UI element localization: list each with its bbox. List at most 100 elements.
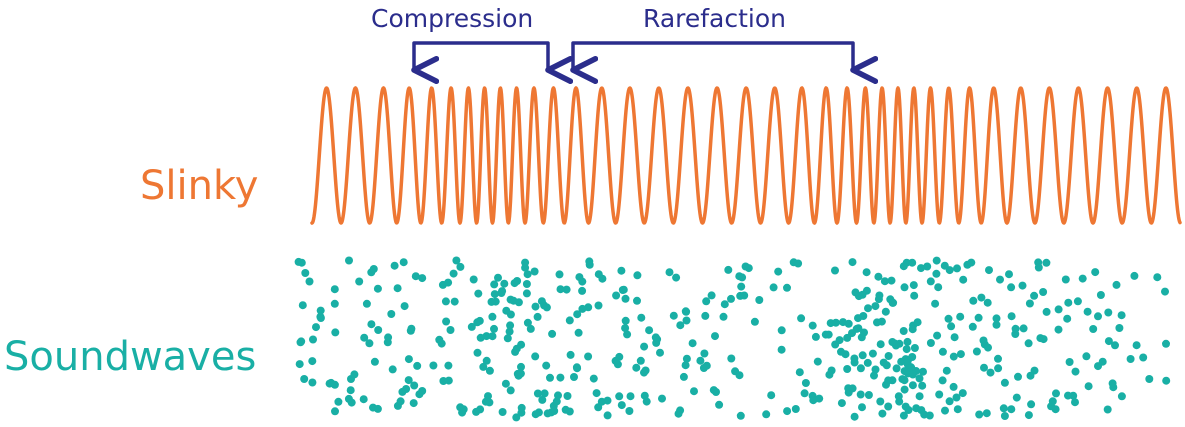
air-particle [388,365,397,374]
air-particle [707,291,716,300]
air-particle [546,373,554,382]
air-particle [617,401,626,410]
air-particle [1084,382,1093,391]
air-particle [485,366,494,375]
air-particle [719,312,728,321]
air-particle [585,260,594,269]
air-particle [919,367,927,376]
air-particle [938,376,947,385]
air-particle [674,409,683,418]
air-particle [903,337,912,346]
air-particle [556,285,565,294]
air-particle [572,363,581,372]
air-particle [370,357,379,366]
air-particle [979,336,988,345]
air-particle [952,393,961,402]
air-particle [435,335,444,344]
air-particle [298,301,307,310]
air-particle [1063,314,1072,323]
air-particle [1078,274,1087,283]
air-particle [563,392,572,400]
air-particle [1065,358,1074,366]
air-particle [565,316,574,325]
air-particle [980,363,988,372]
air-particle [801,379,810,387]
air-particle [533,312,542,321]
air-particle [935,390,944,399]
air-particle [452,256,461,265]
air-particle [791,405,800,413]
air-particle [676,321,685,330]
air-particle [334,397,343,406]
air-particle [944,314,953,323]
air-particle [396,397,405,406]
air-particle [656,348,664,357]
air-particle [681,307,690,316]
air-particle [665,268,674,277]
air-particle [503,334,512,343]
air-particle [418,274,427,283]
air-particle [682,316,691,325]
air-particle [702,361,711,370]
air-particle [851,288,860,297]
air-particle [852,324,861,333]
air-particle [578,304,587,313]
air-particle [350,370,359,379]
air-particle [429,361,438,370]
air-particle [897,357,906,366]
air-particle [876,397,885,406]
air-particle [813,357,822,366]
air-particle [467,322,476,331]
air-particle [501,379,510,388]
air-particle [720,300,729,309]
air-particle [794,259,803,268]
air-particle [958,389,967,398]
air-particle [972,347,981,356]
air-particle [892,364,901,373]
air-particle [950,333,959,342]
air-particle [578,277,587,286]
air-particle [967,258,976,267]
air-particle [346,386,355,395]
air-particle [864,391,873,399]
air-particle [522,289,531,298]
air-particle [795,368,804,377]
air-particle [594,301,603,310]
air-particle [301,269,310,277]
air-particle [875,291,884,300]
air-particle [615,392,624,401]
air-particle [888,338,897,346]
air-particle [740,291,749,300]
air-particle [523,318,532,327]
air-particle [439,377,448,385]
air-particle [1064,298,1073,307]
air-particle [968,322,977,331]
air-particle [815,394,824,403]
air-particle [1039,288,1048,296]
air-particle [908,353,917,361]
air-particle [362,299,371,308]
air-particle [860,328,868,337]
air-particle [899,327,908,335]
air-particle [1014,372,1022,381]
air-particle [669,311,678,320]
air-particle [811,332,820,341]
air-particle [808,321,817,330]
air-particle [623,330,632,339]
air-particle [884,376,893,385]
air-particle [517,408,526,417]
air-particle [975,410,984,419]
air-particle [1048,397,1057,406]
air-particle [762,410,771,419]
air-particle [1153,273,1162,282]
air-particle [565,407,574,416]
air-particle [530,267,539,276]
air-particle [542,361,551,370]
air-particle [1139,353,1148,362]
air-particle [498,287,507,296]
air-particle [824,330,833,339]
rarefaction-label: Rarefaction [643,4,787,33]
air-particle [900,283,909,292]
air-particle [837,399,846,408]
air-particle [1117,392,1126,401]
